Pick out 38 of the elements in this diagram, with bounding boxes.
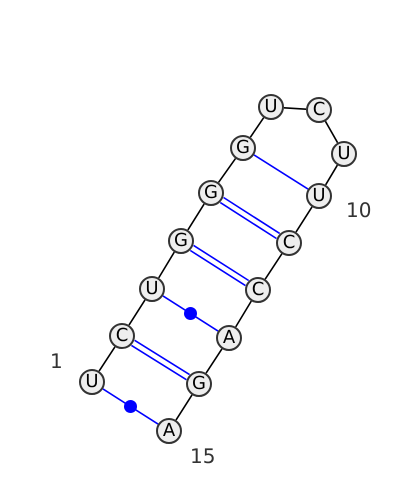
backbone-line (324, 164, 338, 186)
nucleotide-circle: C (306, 97, 332, 123)
position-number: 10 (346, 200, 372, 220)
nucleotide-circle: A (156, 418, 182, 444)
backbone-line (284, 107, 306, 110)
backbone-line (128, 300, 146, 326)
nucleotide-circle: U (139, 276, 165, 302)
nucleotide-circle: C (109, 323, 135, 349)
backbone-line (295, 206, 313, 232)
nucleotide-circle: G (186, 371, 212, 397)
backbone-line (175, 394, 193, 420)
backbone-line (250, 117, 264, 138)
nucleotide-circle: U (79, 369, 105, 395)
nucleotide-circle: G (198, 180, 224, 206)
base-pair-line (131, 340, 190, 380)
nucleotide-circle: G (230, 135, 256, 161)
nucleotide-circle: A (216, 325, 242, 351)
nucleotide-circle: U (258, 94, 284, 120)
backbone-line (324, 120, 338, 144)
position-number: 15 (190, 446, 216, 466)
base-pair-line (162, 295, 218, 332)
nucleotide-circle: C (276, 230, 302, 256)
base-pair-line (254, 154, 308, 190)
backbone-line (98, 346, 116, 372)
backbone-line (205, 348, 223, 374)
backbone-line (264, 253, 282, 280)
nucleotide-circle: C (245, 277, 271, 303)
nucleotide-circle: G (168, 228, 194, 254)
backbone-line (235, 300, 252, 328)
base-pair-line (220, 196, 280, 240)
backbone-line (187, 204, 205, 230)
position-number: 1 (50, 351, 63, 371)
backbone-line (218, 158, 236, 183)
base-pair-line (102, 388, 158, 425)
nucleotide-circle: U (306, 183, 332, 209)
nucleotide-circle: U (331, 141, 357, 167)
backbone-line (158, 252, 175, 278)
base-pair-line (190, 244, 250, 286)
